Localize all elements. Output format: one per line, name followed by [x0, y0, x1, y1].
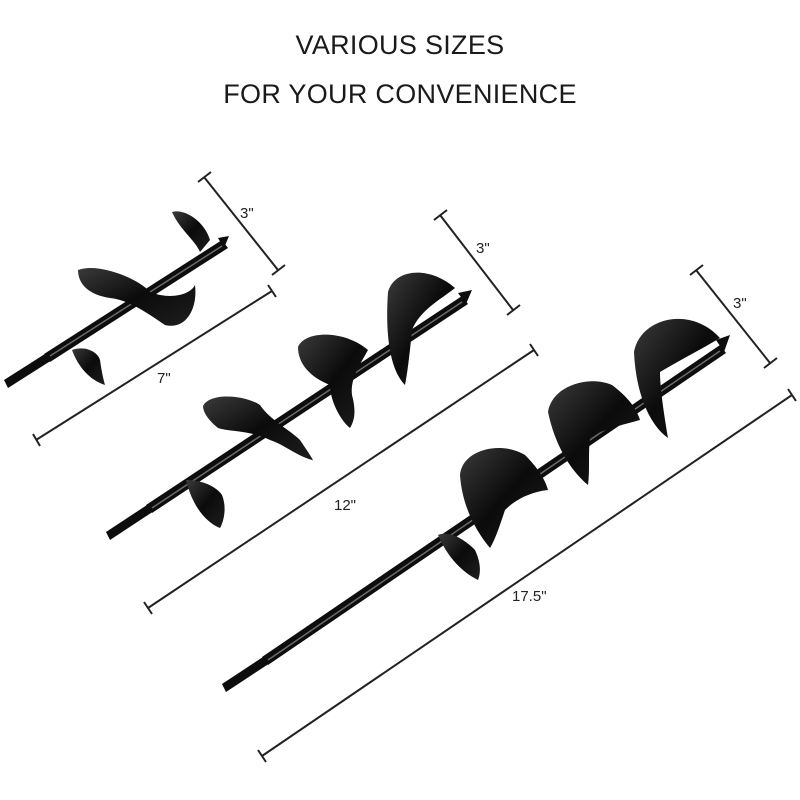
medium-auger [106, 272, 472, 540]
headline-line-1: VARIOUS SIZES [295, 30, 505, 60]
small-auger-diameter-label: 3" [240, 205, 254, 222]
headline-line-2: FOR YOUR CONVENIENCE [223, 79, 577, 109]
large-auger-diameter-label: 3" [733, 295, 747, 312]
large-auger-length-label: 17.5" [512, 588, 547, 605]
large-auger [222, 318, 730, 692]
dimension-lines [32, 171, 797, 763]
medium-auger-length-label: 12" [334, 497, 357, 514]
small-auger-length-label: 7" [157, 370, 171, 387]
small-auger [4, 211, 229, 388]
medium-auger-diameter-label: 3" [476, 240, 490, 257]
